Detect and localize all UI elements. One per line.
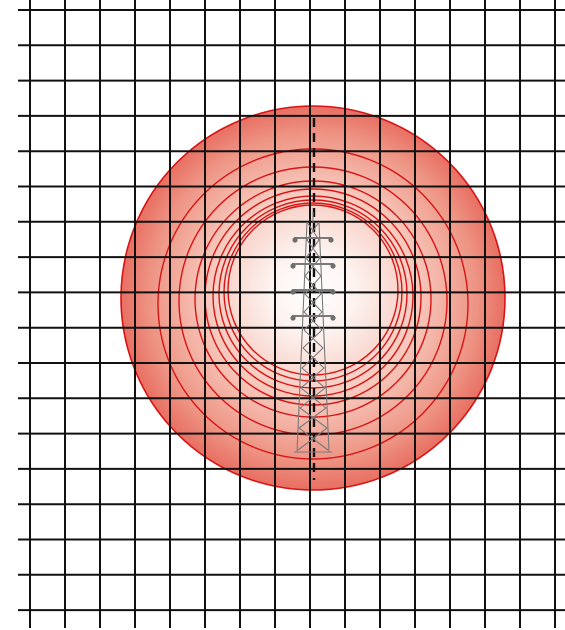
grid — [18, 0, 565, 628]
transmission-tower-icon — [290, 212, 336, 453]
